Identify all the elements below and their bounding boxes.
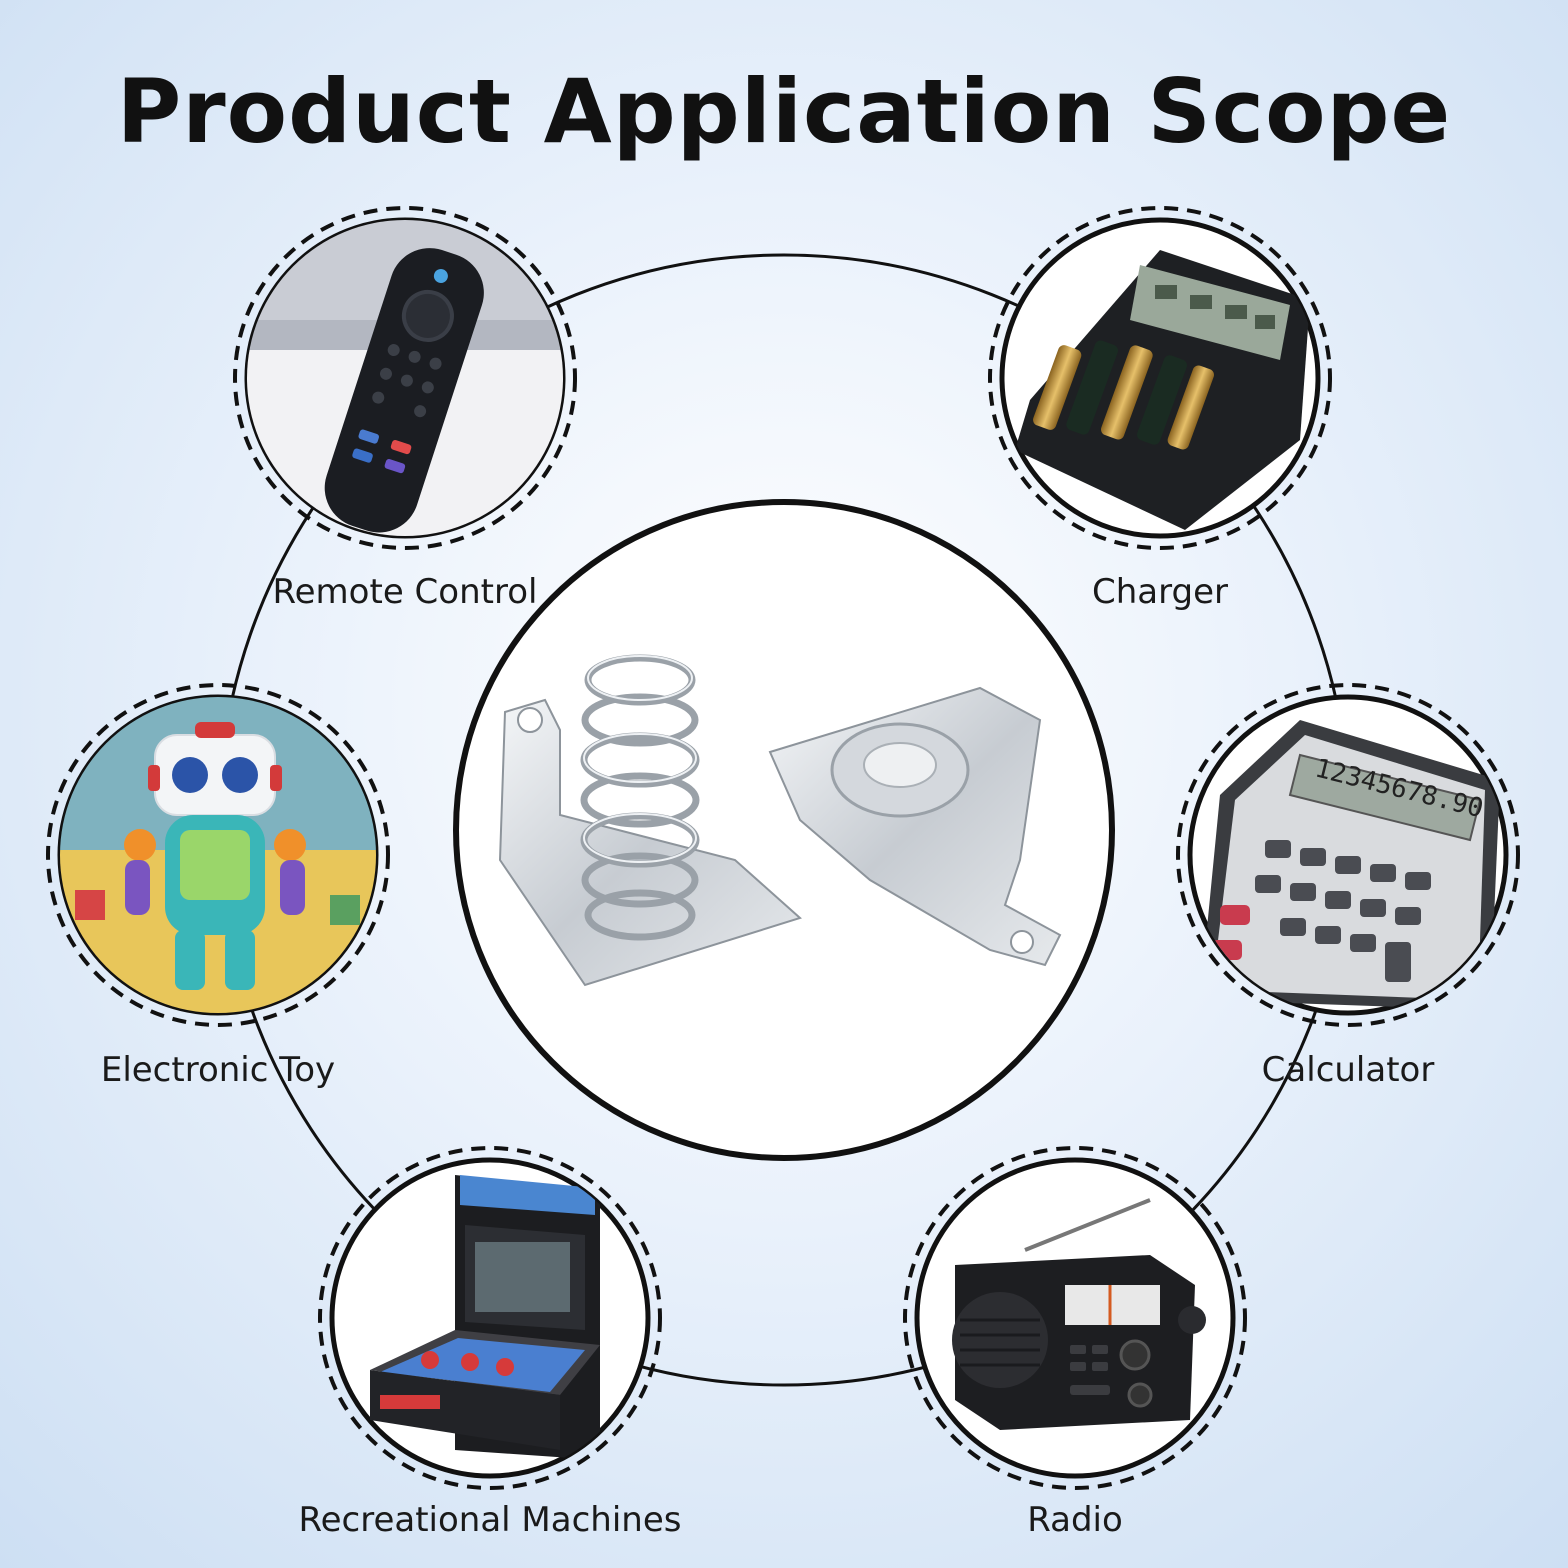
center-product-circle — [453, 499, 1115, 1161]
label-calculator: Calculator — [1261, 1050, 1435, 1090]
radio-icon — [952, 1198, 1206, 1430]
label-recreational-machines: Recreational Machines — [298, 1500, 682, 1540]
arcade-machine-icon — [370, 1175, 600, 1460]
label-charger: Charger — [1092, 572, 1228, 612]
calculator-icon: 12345678.90 — [1200, 720, 1500, 1010]
application-electronic-toy — [46, 683, 390, 1027]
label-electronic-toy: Electronic Toy — [100, 1050, 336, 1090]
label-radio: Radio — [1027, 1500, 1123, 1540]
application-remote-control — [233, 206, 577, 550]
application-charger — [988, 206, 1332, 550]
remote-control-icon — [247, 220, 563, 536]
page-title: Product Application Scope — [116, 60, 1452, 163]
battery-charger-icon — [1015, 250, 1310, 530]
application-calculator: 12345678.90 — [1176, 683, 1520, 1027]
battery-spring-contact-icon — [498, 654, 1062, 987]
application-recreational-machines — [318, 1146, 662, 1490]
label-remote-control: Remote Control — [272, 572, 538, 612]
application-radio — [903, 1146, 1247, 1490]
